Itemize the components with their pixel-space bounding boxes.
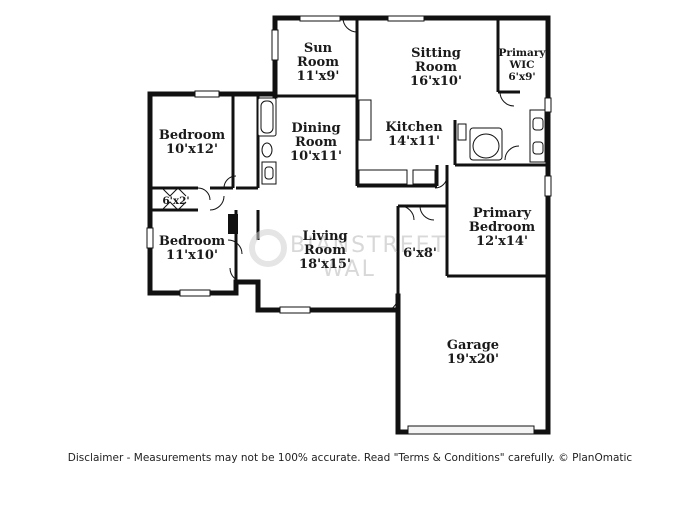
sitting-room-label-2: Room [415, 60, 457, 75]
living-room-dims: 18'x15' [299, 257, 351, 272]
sun-room-dims: 11'x9' [297, 69, 340, 84]
bedroom-1-label: Bedroom [159, 128, 226, 143]
disclaimer-text: Disclaimer - Measurements may not be 100… [67, 452, 633, 464]
laundry-dims: 6'x8' [403, 246, 437, 261]
garage-dims: 19'x20' [447, 352, 499, 367]
watermark-line2: WAL [322, 257, 376, 282]
living-room-label-1: Living [302, 229, 347, 244]
sitting-room-label-1: Sitting [411, 46, 461, 61]
fixtures [257, 97, 546, 185]
sun-room-label-2: Room [297, 55, 339, 70]
closet-dims: 6'x2' [162, 195, 189, 207]
bedroom-1-dims: 10'x12' [166, 142, 218, 157]
primary-wic-dims: 6'x9' [508, 71, 535, 83]
garage-label: Garage [447, 338, 499, 353]
dining-room-dims: 10'x11' [290, 149, 342, 164]
bedroom-2-label: Bedroom [159, 234, 226, 249]
room-labels: Sun Room 11'x9' Sitting Room 16'x10' Pri… [159, 41, 547, 367]
primary-bedroom-dims: 12'x14' [476, 234, 528, 249]
watermark: BIANSTREET WAL [249, 229, 447, 282]
toilet [261, 142, 273, 158]
primary-bedroom-label-1: Primary [473, 206, 532, 221]
windows [146, 15, 552, 435]
primary-wic-label-1: Primary [499, 47, 547, 59]
living-room-label-2: Room [304, 243, 346, 258]
kitchen-counter [358, 99, 372, 141]
doors [161, 17, 520, 313]
bedroom-2-dims: 11'x10' [166, 248, 218, 263]
dining-room-label-1: Dining [291, 121, 340, 136]
closet-block [228, 214, 238, 234]
dining-room-label-2: Room [295, 135, 337, 150]
kitchen-dims: 14'x11' [388, 134, 440, 149]
sun-room-label-1: Sun [304, 41, 333, 56]
primary-bedroom-label-2: Bedroom [469, 220, 536, 235]
sitting-room-dims: 16'x10' [410, 74, 462, 89]
primary-wic-label-2: WIC [508, 59, 534, 71]
watermark-line1: BIANSTREET [290, 233, 447, 258]
kitchen-label: Kitchen [385, 120, 443, 135]
